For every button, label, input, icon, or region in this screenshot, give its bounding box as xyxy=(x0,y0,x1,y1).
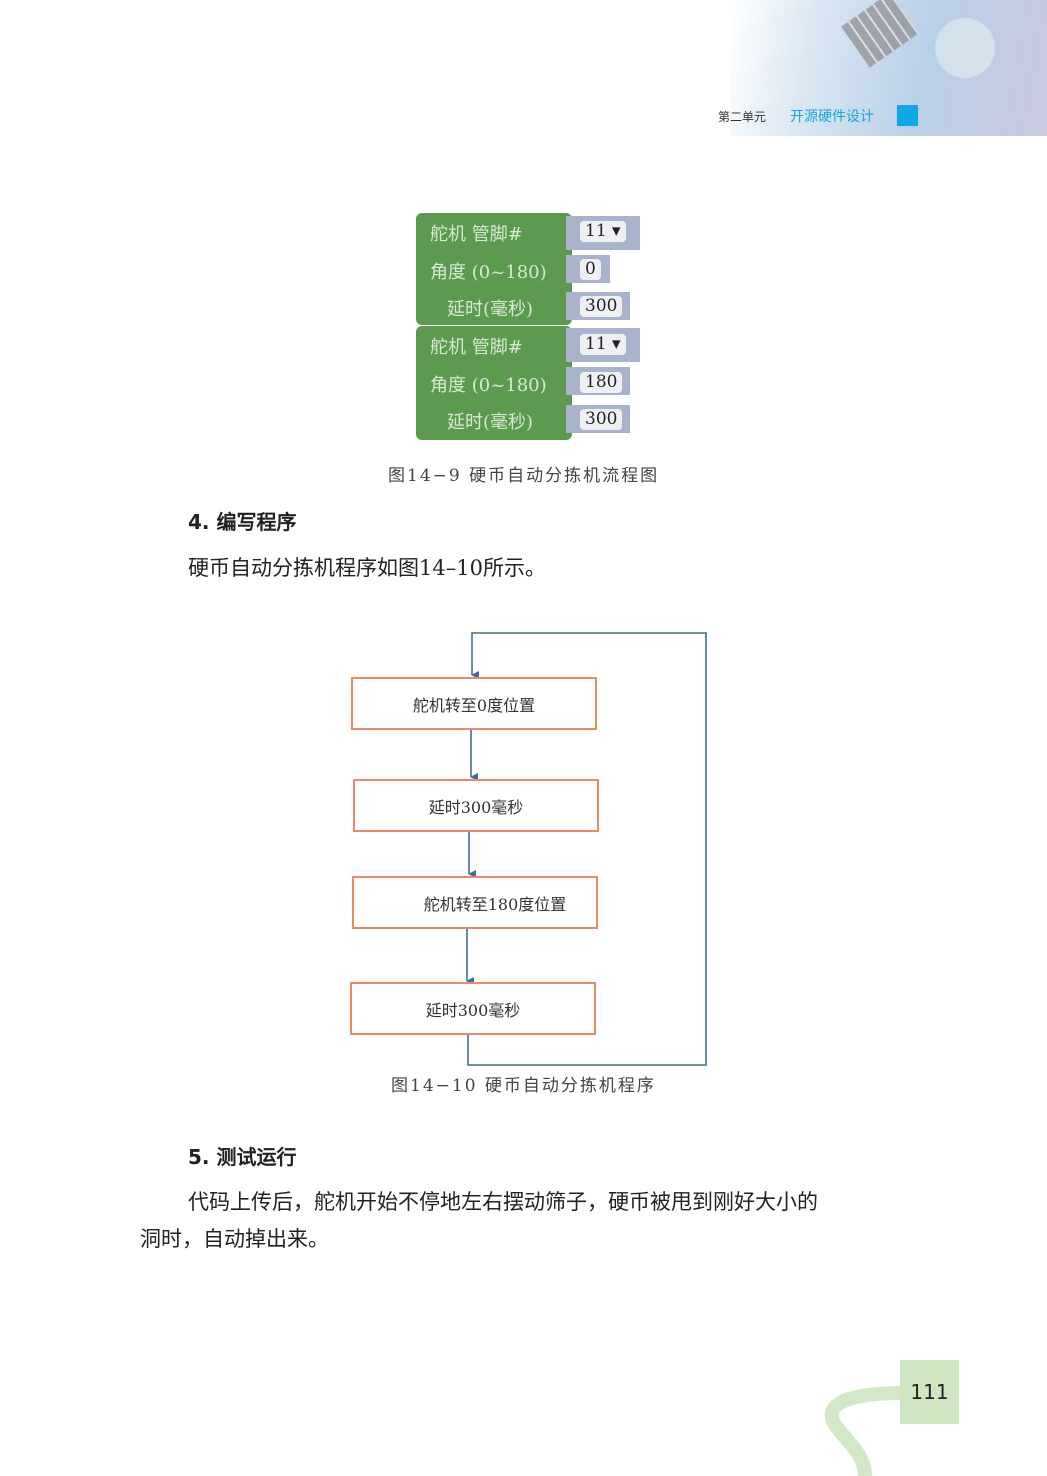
angle-input[interactable]: 180 xyxy=(580,372,623,393)
block-label: 角度 (0~180) xyxy=(430,262,547,283)
unit-title: 开源硬件设计 xyxy=(790,109,874,125)
satellite-dish-image xyxy=(935,18,995,78)
pin-dropdown[interactable]: 11 ▾ xyxy=(580,221,626,242)
flow-step-2: 延时300毫秒 xyxy=(353,779,599,832)
block-label: 舵机 管脚# xyxy=(430,337,523,358)
block-label: 角度 (0~180) xyxy=(430,375,547,396)
page-number: 111 xyxy=(900,1360,959,1424)
section-heading: 4. 编写程序 xyxy=(188,510,297,534)
paragraph: 硬币自动分拣机程序如图14–10所示。 xyxy=(188,556,546,580)
paragraph-line: 洞时，自动掉出来。 xyxy=(140,1227,329,1251)
flow-step-1: 舵机转至0度位置 xyxy=(351,677,597,730)
angle-input[interactable]: 0 xyxy=(580,259,601,280)
delay-input[interactable]: 300 xyxy=(580,409,623,430)
delay-input[interactable]: 300 xyxy=(580,296,623,317)
loop-arrow xyxy=(467,632,707,1066)
figure-caption: 图14−9 硬币自动分拣机流程图 xyxy=(388,466,660,486)
figure-caption: 图14−10 硬币自动分拣机程序 xyxy=(391,1076,656,1096)
decorative-curve xyxy=(824,1386,903,1476)
section-heading: 5. 测试运行 xyxy=(188,1145,297,1169)
unit-label: 第二单元 xyxy=(718,110,767,124)
paragraph-line: 代码上传后，舵机开始不停地左右摆动筛子，硬币被甩到刚好大小的 xyxy=(188,1190,818,1214)
servo-block xyxy=(416,213,572,325)
block-label: 延时(毫秒) xyxy=(447,299,534,320)
unit-marker xyxy=(897,105,918,126)
pin-dropdown[interactable]: 11 ▾ xyxy=(580,334,626,355)
servo-block xyxy=(416,326,572,440)
header-banner-image xyxy=(730,0,1047,136)
flow-step-3: 舵机转至180度位置 xyxy=(352,876,598,929)
flow-step-4: 延时300毫秒 xyxy=(350,982,596,1035)
block-label: 延时(毫秒) xyxy=(447,412,534,433)
block-label: 舵机 管脚# xyxy=(430,224,523,245)
